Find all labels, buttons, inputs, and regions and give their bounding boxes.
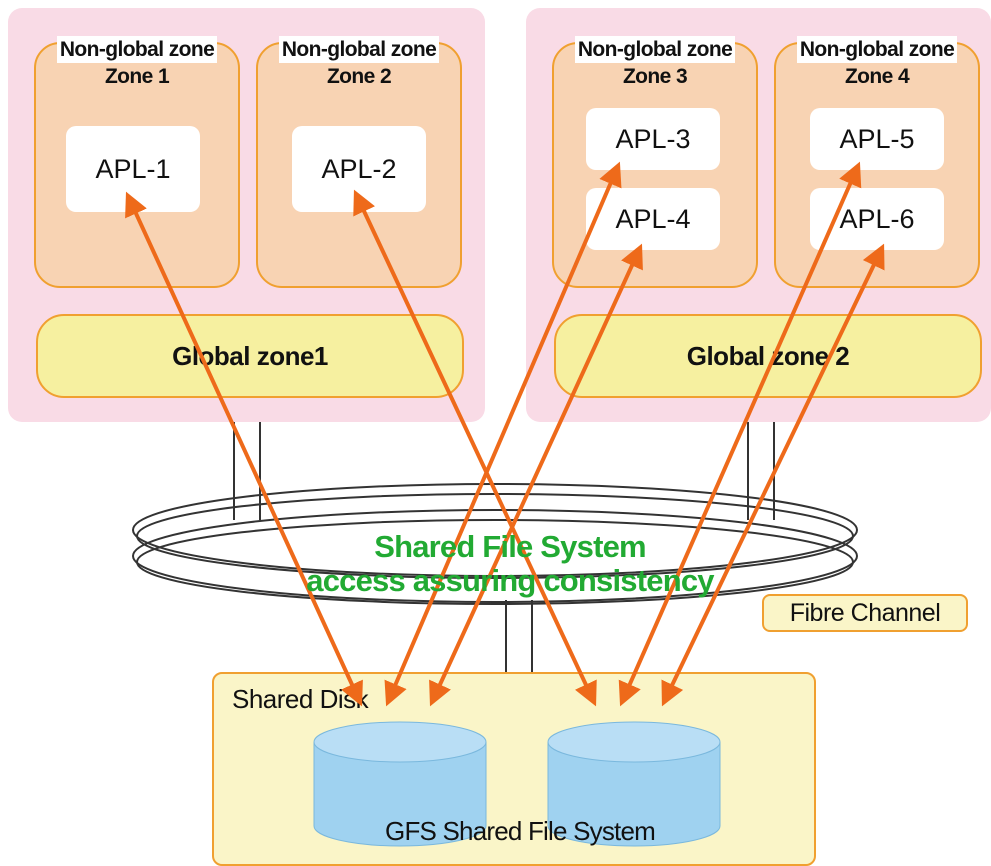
zone-3-title-line1: Non-global zone (574, 36, 736, 63)
zone-1-title-line2: Zone 1 (104, 65, 170, 88)
shared-fs-line1: Shared File System (374, 529, 646, 564)
app-apl-5[interactable]: APL-5 (810, 108, 944, 170)
zone-2-title-line1: Non-global zone (278, 36, 440, 63)
fibre-channel-label: Fibre Channel (762, 594, 968, 632)
shared-fs-description: Shared File System access assuring consi… (300, 530, 720, 598)
zone-4-title-line1: Non-global zone (796, 36, 958, 63)
zone-4-title-line2: Zone 4 (844, 65, 910, 88)
disk-cylinder-2 (547, 721, 721, 847)
zone-1-title-line1: Non-global zone (56, 36, 218, 63)
disk-cylinder-1 (313, 721, 487, 847)
zone-3-title-line2: Zone 3 (622, 65, 688, 88)
app-apl-3[interactable]: APL-3 (586, 108, 720, 170)
shared-fs-line2: access assuring consistency (306, 563, 714, 598)
gfs-shared-file-system-label: GFS Shared File System (385, 816, 656, 846)
zone-2-title-line2: Zone 2 (326, 65, 392, 88)
access-arrows (125, 161, 885, 707)
